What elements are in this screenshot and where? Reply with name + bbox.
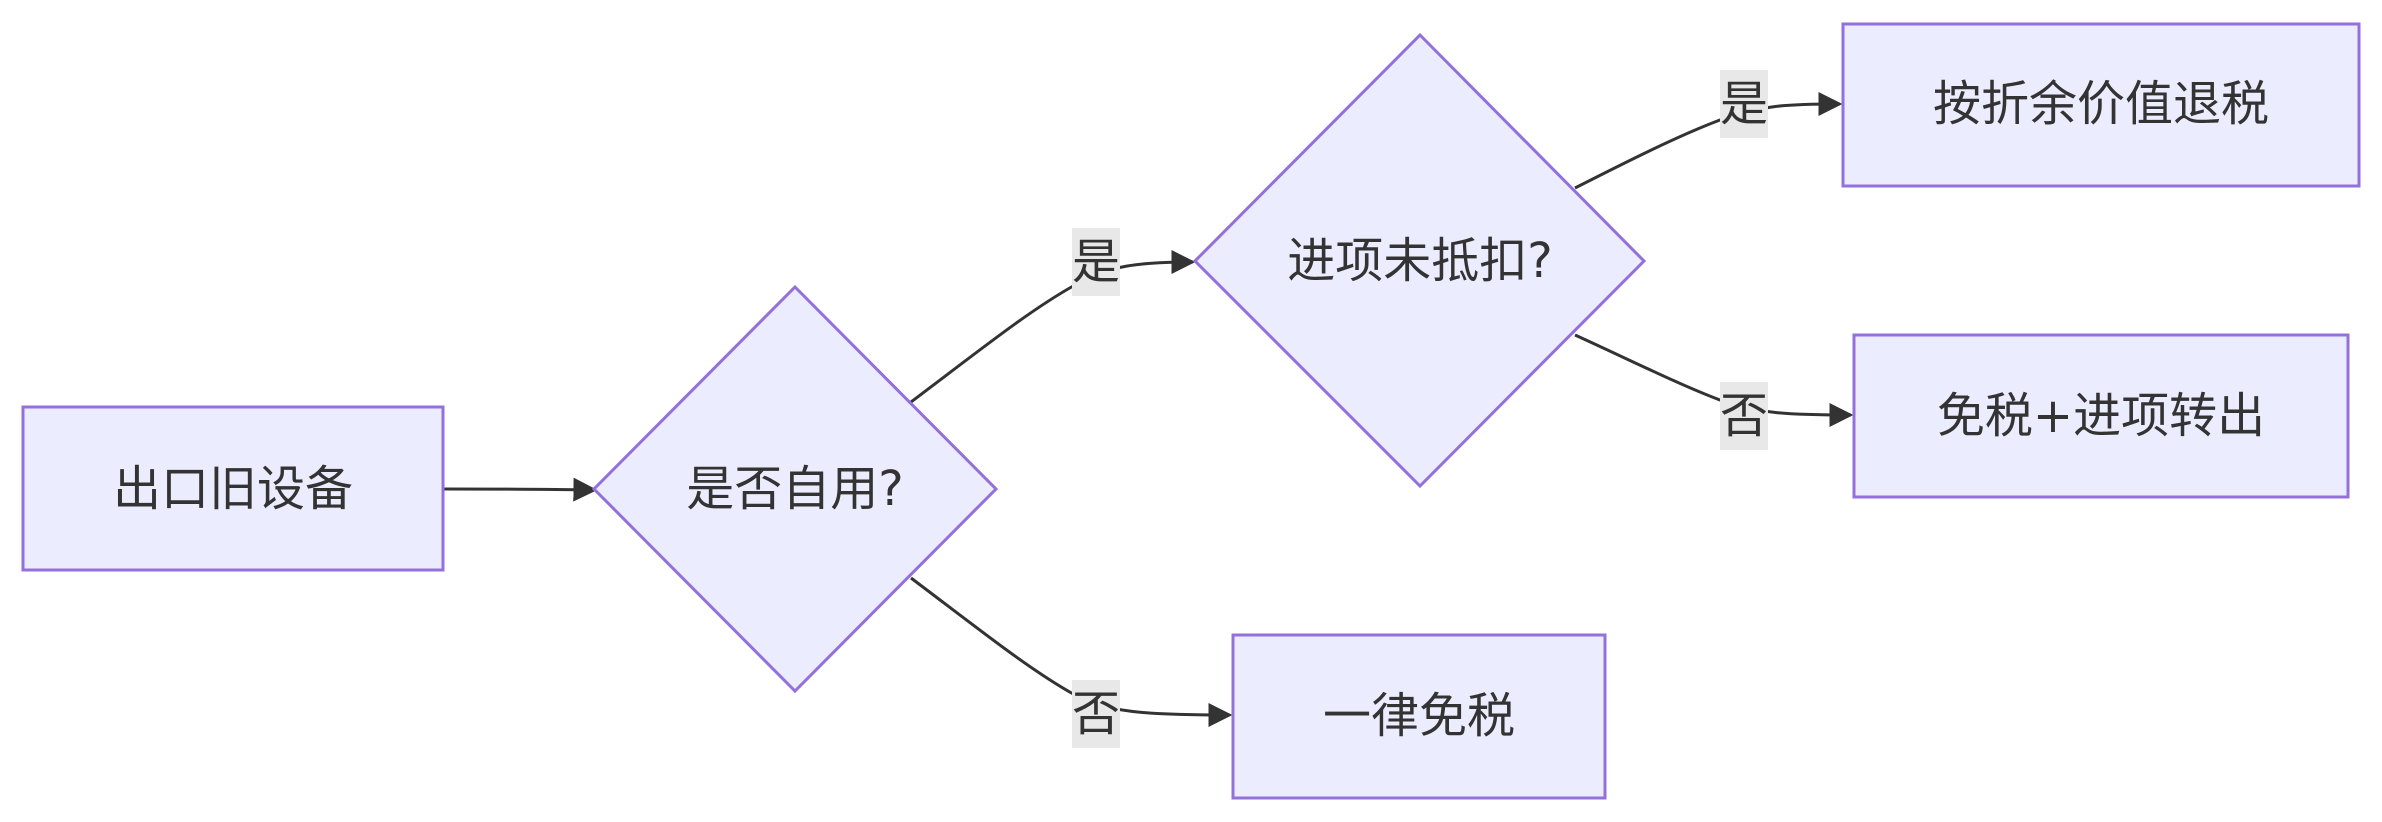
node-start: 出口旧设备	[21, 405, 445, 572]
node-label-exempt-all: 一律免税	[1323, 688, 1515, 744]
edge-self-use-to-exempt-all: 否	[910, 576, 1233, 748]
edge-label-yes-1: 是	[1072, 234, 1120, 290]
edge-self-use-to-input-tax: 是	[910, 228, 1196, 404]
node-exempt-transfer: 免税+进项转出	[1852, 333, 2350, 499]
node-self-use-decision: 是否自用?	[591, 284, 999, 694]
edge-input-tax-to-exempt-transfer: 否	[1574, 333, 1854, 450]
edge-label-bg	[1072, 680, 1120, 748]
node-label-self-use: 是否自用?	[686, 461, 903, 517]
node-label-start: 出口旧设备	[113, 461, 353, 517]
node-label-exempt-transfer: 免税+进项转出	[1937, 388, 2265, 444]
edge-label-bg	[1072, 228, 1120, 296]
edge-label-bg	[1720, 382, 1768, 450]
node-label-input-tax: 进项未抵扣?	[1287, 233, 1552, 289]
edge-label-no-1: 否	[1072, 686, 1120, 742]
edge-label-yes-2: 是	[1720, 76, 1768, 132]
edge-input-tax-to-refund: 是	[1574, 70, 1843, 190]
node-label-refund: 按折余价值退税	[1933, 76, 2269, 132]
edge-label-no-2: 否	[1720, 388, 1768, 444]
node-input-tax-decision: 进项未抵扣?	[1192, 32, 1647, 489]
node-refund: 按折余价值退税	[1841, 22, 2361, 188]
edge-start-to-self-use	[443, 477, 598, 502]
edge-label-bg	[1720, 70, 1768, 138]
node-exempt-all: 一律免税	[1231, 633, 1607, 800]
